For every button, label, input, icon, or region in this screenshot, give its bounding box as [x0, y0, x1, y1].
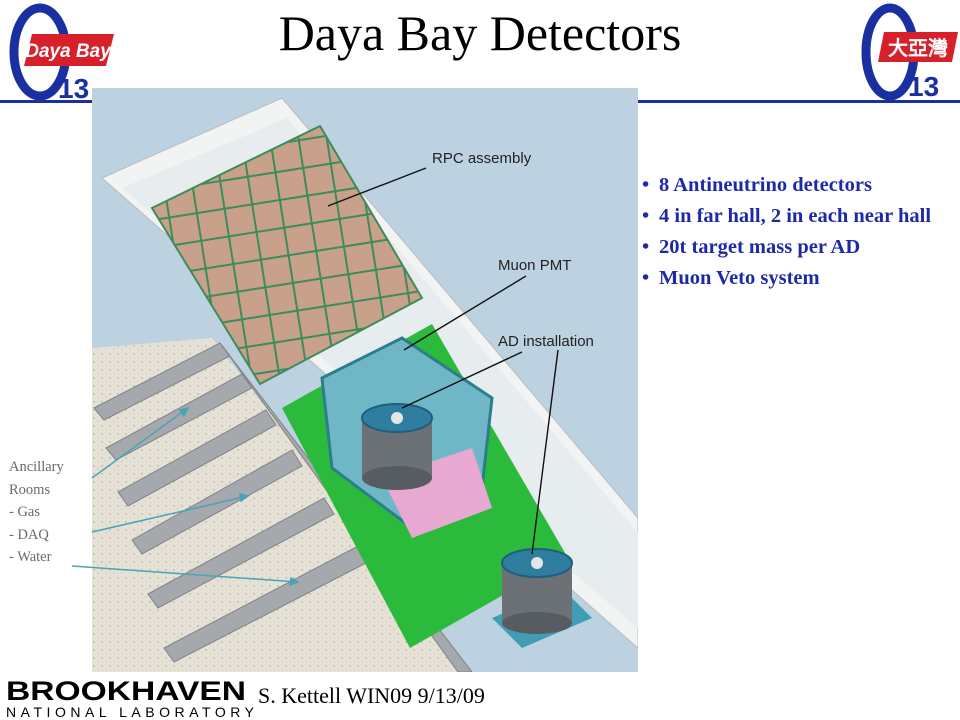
- rpc-assembly: [150, 124, 424, 386]
- label-rpc-assembly: RPC assembly: [432, 150, 532, 167]
- label-ad-installation: AD installation: [498, 333, 594, 350]
- brookhaven-logo: BROOKHAVEN NATIONAL LABORATORY: [6, 676, 255, 720]
- antineutrino-detector-in-pool: [361, 403, 433, 490]
- logo-right-number: 13: [908, 71, 939, 102]
- bullet-item: 4 in far hall, 2 in each near hall: [642, 201, 954, 232]
- bullet-item: Muon Veto system: [642, 263, 954, 294]
- ancillary-line: - DAQ: [9, 526, 49, 543]
- ancillary-line: - Water: [9, 549, 52, 565]
- antineutrino-detector-floor: [492, 548, 592, 648]
- brookhaven-wordmark: BROOKHAVEN: [6, 676, 246, 706]
- bullet-item: 20t target mass per AD: [642, 232, 954, 263]
- ancillary-line: Ancillary: [9, 459, 64, 475]
- national-laboratory-wordmark: NATIONAL LABORATORY: [6, 704, 255, 720]
- label-muon-pmt: Muon PMT: [498, 257, 571, 274]
- logo-left-number: 13: [58, 73, 89, 104]
- slide-footer: S. Kettell WIN09 9/13/09: [258, 683, 485, 708]
- label-leader-lines: [327, 167, 559, 555]
- logo-left-word: Daya Bay: [25, 41, 112, 62]
- header-rule-right: [636, 100, 960, 103]
- header-rule-left: [0, 100, 92, 103]
- daya-bay-theta13-logo-right: 大亞灣 13: [861, 3, 958, 102]
- ancillary-line: Rooms: [9, 481, 51, 498]
- ancillary-rooms-caption: Ancillary Rooms - Gas - DAQ - Water: [9, 456, 64, 569]
- logo-right-word: 大亞灣: [888, 36, 948, 60]
- bullet-list: 8 Antineutrino detectors 4 in far hall, …: [642, 170, 954, 294]
- slide-title: Daya Bay Detectors: [278, 5, 682, 61]
- bullet-item: 8 Antineutrino detectors: [642, 170, 954, 201]
- detector-hall-illustration: RPC assembly Muon PMT AD installation: [92, 88, 638, 672]
- daya-bay-theta13-logo-left: Daya Bay 13: [9, 3, 114, 104]
- ancillary-line: - Gas: [9, 504, 41, 520]
